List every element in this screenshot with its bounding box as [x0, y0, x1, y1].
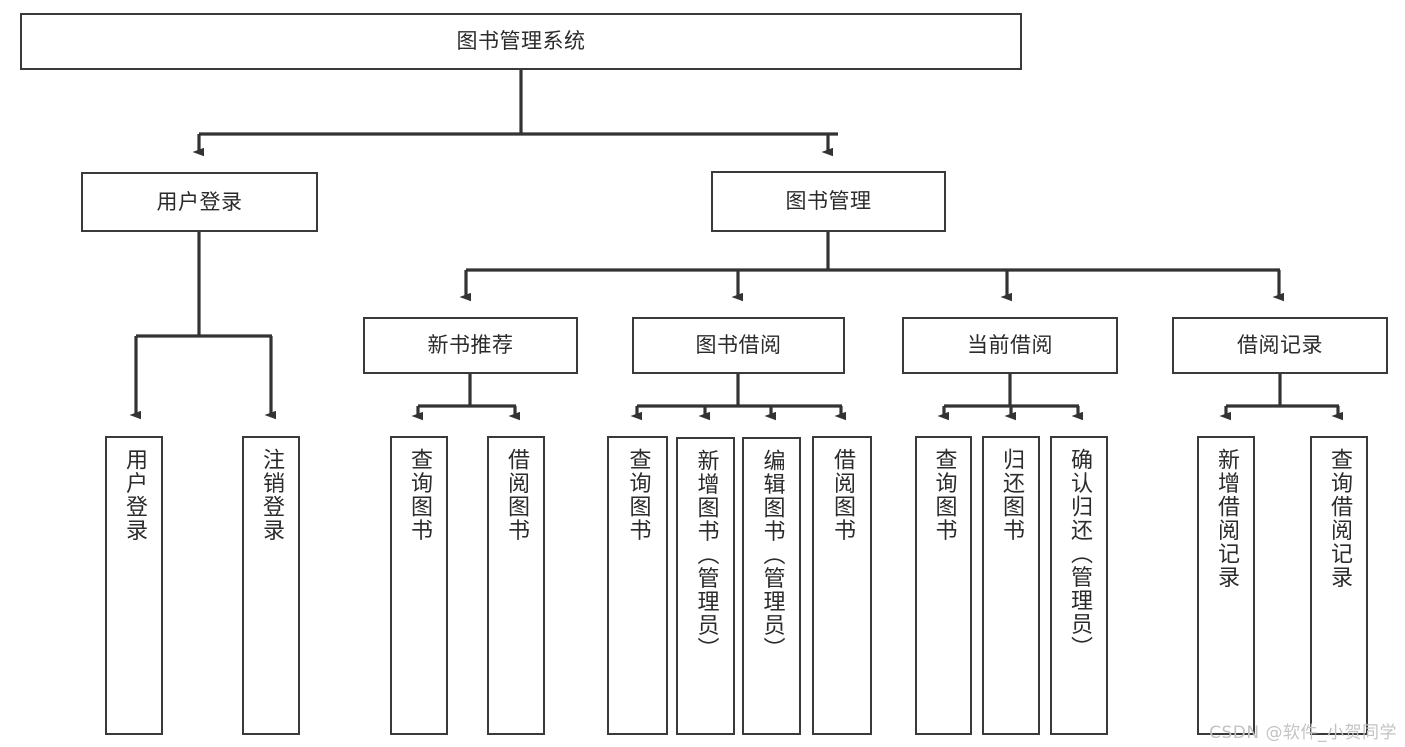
node-leaf-borrow-edit[interactable]: 编辑图书（管理员） — [742, 437, 801, 735]
node-leaf-current-query[interactable]: 查询图书 — [915, 436, 972, 735]
node-root-system[interactable]: 图书管理系统 — [20, 13, 1022, 70]
node-leaf-record-query[interactable]: 查询借阅记录 — [1310, 436, 1368, 735]
node-label: 查询图书 — [625, 448, 651, 542]
node-leaf-current-return[interactable]: 归还图书 — [982, 436, 1040, 735]
node-label: 查询借阅记录 — [1326, 448, 1352, 589]
node-user-login[interactable]: 用户登录 — [81, 172, 318, 232]
node-label: 图书管理系统 — [456, 29, 586, 54]
node-leaf-newbook-borrow[interactable]: 借阅图书 — [487, 436, 545, 735]
node-label: 确认归还（管理员） — [1066, 448, 1092, 660]
node-leaf-borrow-query[interactable]: 查询图书 — [607, 436, 668, 735]
node-leaf-user-login[interactable]: 用户登录 — [105, 436, 163, 735]
node-label: 借阅图书 — [503, 448, 529, 542]
node-borrow-record[interactable]: 借阅记录 — [1172, 317, 1388, 374]
node-label: 注销登录 — [258, 448, 284, 542]
node-leaf-newbook-query[interactable]: 查询图书 — [390, 436, 448, 735]
node-leaf-current-confirm[interactable]: 确认归还（管理员） — [1050, 436, 1108, 735]
node-label: 当前借阅 — [967, 333, 1053, 358]
node-label: 新书推荐 — [427, 333, 514, 358]
node-leaf-logout[interactable]: 注销登录 — [242, 436, 300, 735]
node-leaf-borrow-lend[interactable]: 借阅图书 — [812, 436, 872, 735]
node-label: 查询图书 — [406, 448, 432, 542]
node-label: 查询图书 — [931, 448, 957, 542]
node-leaf-record-add[interactable]: 新增借阅记录 — [1197, 436, 1255, 735]
node-label: 新增图书（管理员） — [693, 449, 719, 661]
node-label: 归还图书 — [998, 448, 1024, 542]
node-label: 用户登录 — [121, 448, 147, 542]
node-current-borrow[interactable]: 当前借阅 — [902, 317, 1118, 374]
node-book-borrow[interactable]: 图书借阅 — [632, 317, 845, 374]
node-label: 借阅图书 — [829, 448, 855, 542]
node-label: 图书管理 — [785, 189, 872, 214]
node-leaf-borrow-add[interactable]: 新增图书（管理员） — [676, 437, 735, 735]
node-book-management[interactable]: 图书管理 — [711, 171, 946, 232]
node-label: 图书借阅 — [695, 333, 782, 358]
node-new-book-recommend[interactable]: 新书推荐 — [363, 317, 578, 374]
node-label: 借阅记录 — [1237, 333, 1323, 358]
node-label: 用户登录 — [156, 189, 243, 214]
node-label: 新增借阅记录 — [1213, 448, 1239, 589]
node-label: 编辑图书（管理员） — [759, 449, 785, 661]
